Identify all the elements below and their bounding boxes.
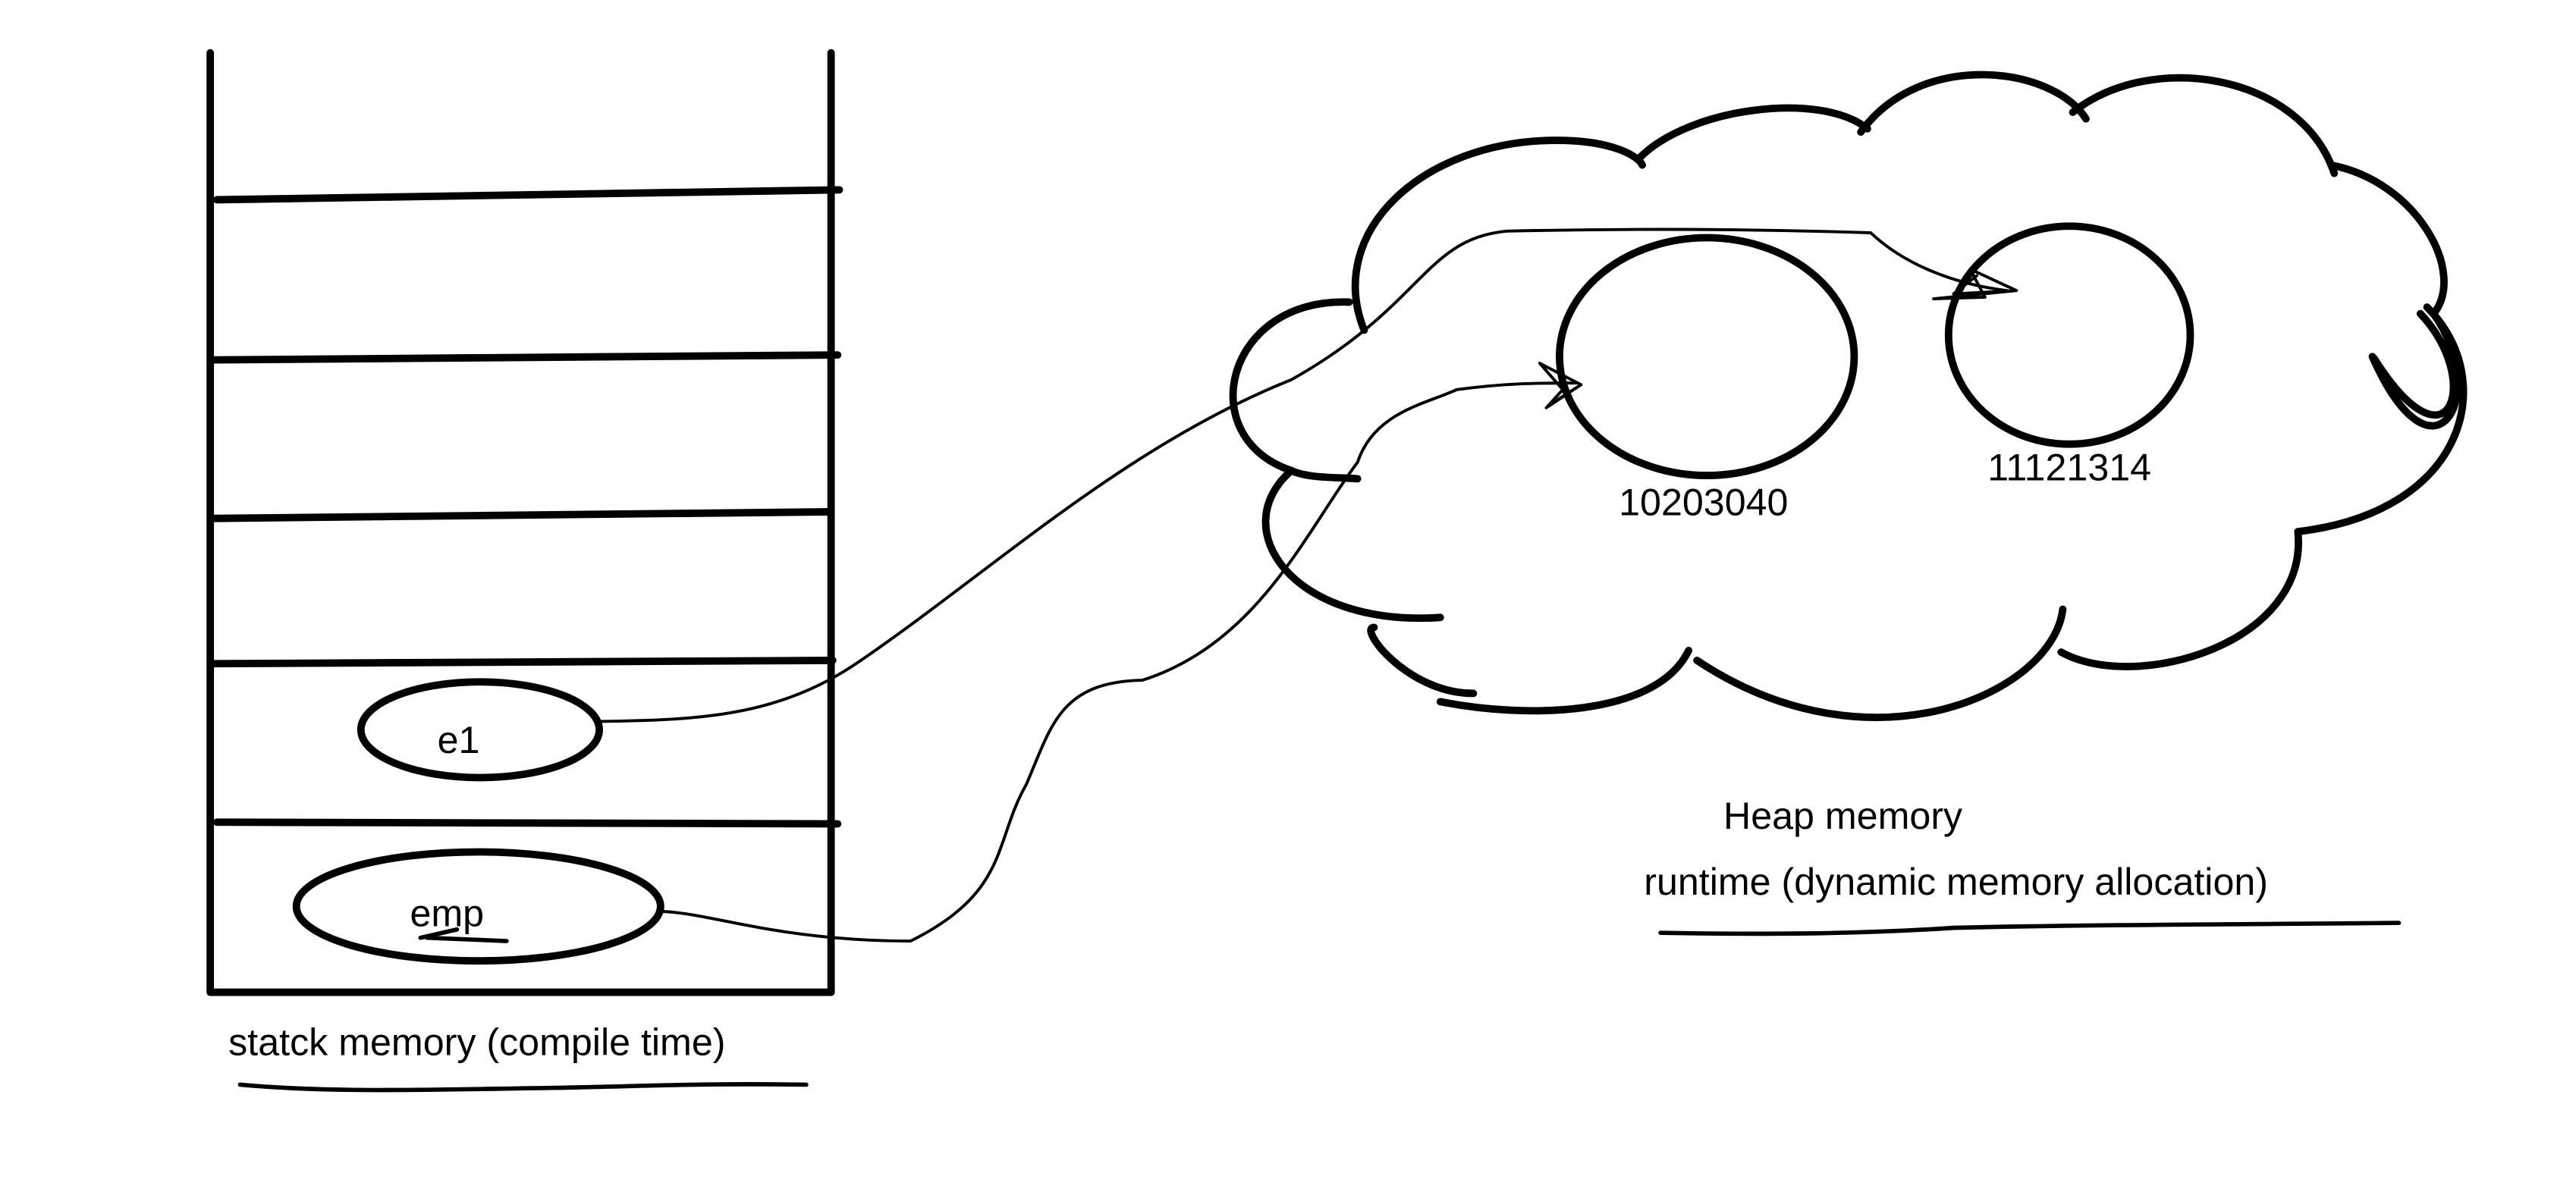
reference-e1-to-11121314 [598, 227, 2018, 723]
stack-caption-underline [237, 1082, 809, 1093]
stack-variable-e1 [357, 678, 603, 782]
stack-divider [209, 657, 837, 668]
stack-divider [209, 508, 835, 522]
heap-object-circle [1944, 222, 2194, 448]
reference-line [658, 381, 1578, 943]
heap-object-address: 11121314 [1987, 447, 2151, 489]
heap-title: Heap memory [1723, 795, 1962, 837]
reference-arrowhead [1932, 267, 2018, 301]
heap-object-10203040: 10203040 [1556, 234, 1858, 523]
cloud-outline [1352, 71, 2461, 430]
stack-variable-label: e1 [438, 719, 480, 761]
stack-divider [212, 818, 842, 828]
reference-emp-to-10203040 [658, 362, 1583, 943]
emp-underline-mark [418, 927, 509, 943]
heap-subtitle: runtime (dynamic memory allocation) [1644, 861, 2268, 903]
stack-variable-emp [292, 848, 664, 965]
reference-line [598, 227, 2009, 723]
stack-variable-label: emp [410, 892, 484, 935]
heap-object-circle [1556, 234, 1858, 479]
stack-divider [212, 186, 843, 204]
stack-memory: e1 emp statck memory (compile time) [206, 49, 843, 1093]
heap-subtitle-underline [1658, 921, 2402, 936]
stack-caption: statck memory (compile time) [228, 1021, 725, 1063]
heap-object-11121314: 11121314 [1944, 222, 2194, 489]
cloud-outline [1229, 298, 2468, 721]
stack-divider [209, 351, 842, 364]
reference-arrowhead [1538, 362, 1583, 409]
heap-object-address: 10203040 [1619, 481, 1788, 523]
heap-legend: Heap memory runtime (dynamic memory allo… [1644, 795, 2402, 936]
